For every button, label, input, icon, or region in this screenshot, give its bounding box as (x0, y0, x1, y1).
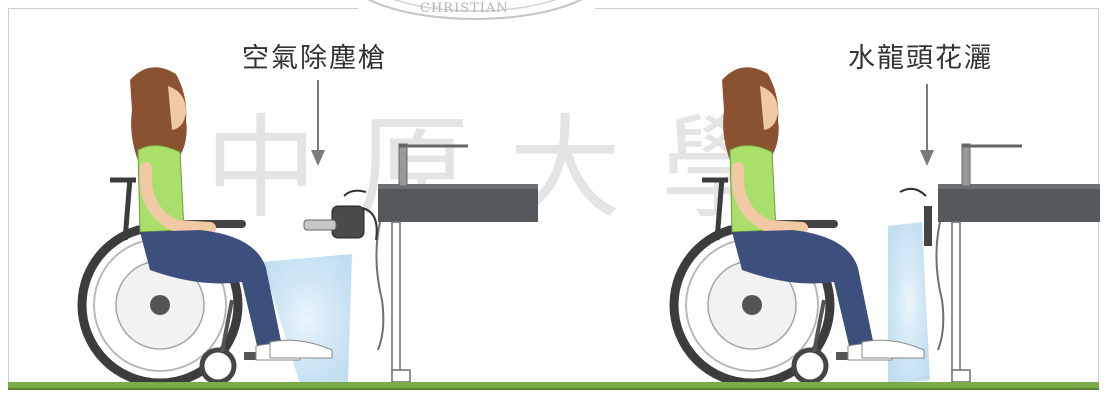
label-faucet-sprayer: 水龍頭花灑 (848, 43, 993, 74)
sink-counter-left (375, 184, 538, 383)
spray-right (888, 222, 930, 384)
person-right (722, 67, 925, 361)
label-air-dust-gun: 空氣除塵槍 (242, 43, 387, 74)
person-left (130, 67, 333, 361)
scene-left (77, 67, 538, 388)
faucet-right-icon (961, 143, 1022, 187)
scene-right (669, 67, 1100, 388)
floor (8, 382, 1099, 390)
faucet-left-icon (398, 143, 468, 187)
frame-top-border-left (8, 8, 358, 9)
seal-text: CHRISTIAN (420, 1, 509, 16)
arrow-left-icon (311, 80, 325, 166)
faucet-sprayer-icon (899, 187, 932, 246)
air-dust-gun-icon (303, 189, 378, 241)
frame-left-border (8, 8, 9, 388)
sink-counter-right (935, 184, 1100, 383)
university-seal (367, 0, 583, 20)
frame-top-border-right (595, 8, 1098, 9)
arrow-right-icon (920, 84, 934, 166)
